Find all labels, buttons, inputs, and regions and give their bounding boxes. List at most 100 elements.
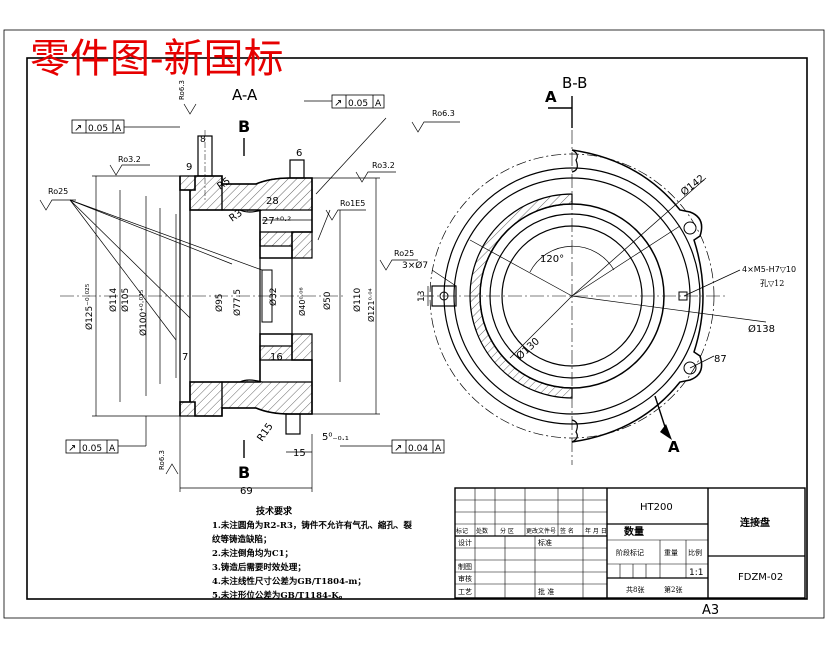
title-block [454,487,806,599]
tb-stage-label: 阶段标记 [616,548,644,557]
tech-req-line-5: 4.未注线性尺寸公差为GB/T1804-m； [212,576,366,587]
pin-top [289,159,305,179]
dim-d105: Ø105 [120,288,131,312]
gdt-4-tol: 0.04 [408,444,428,454]
gdt-4-datum: A [435,444,442,454]
thread-hole [678,291,688,301]
tech-req-line-3: 2.未注倒角均为C1； [212,548,293,559]
dim-d32: Ø32 [268,287,279,306]
hatch-top-flange [179,175,223,211]
cut-a-bottom: A [668,438,680,456]
tb-row-check: 审核 [458,574,472,583]
slot-hole [431,285,457,307]
sheet-outer-border [3,29,825,619]
tb-row-draw: 制图 [458,562,472,571]
tech-requirements: 技术要求 1.未注圆角为R2-R3，铸件不允许有气孔、縮孔、裂 纹等铸造缺陷； … [212,505,412,601]
rough-5: Ro25 [48,187,68,196]
gdt-frame-2: ↗ 0.05 A [304,94,385,109]
gdt-2-datum: A [375,99,382,109]
section-bb-label: B-B [562,74,587,92]
dim-w5: 5⁰₋₀.₁ [322,432,349,443]
hatch-bottom-hub [259,333,313,361]
tech-req-line-6: 5.未注形位公差为GB/T1184-K。 [212,590,347,601]
dim-w27: 27⁺⁰·² [262,216,291,227]
tb-rev-h5: 年 月 日 [585,527,607,535]
section-bb-view: B-B A A [402,74,796,465]
gdt-frame-4: ↗ 0.04 A [340,439,445,454]
tb-approve: 批 准 [538,587,554,596]
gdt-1-sym: ↗ [74,123,82,134]
dim-w7: 7 [182,352,188,363]
tb-sheet-no: 第2张 [664,585,682,594]
tb-drawing-no: FDZM-02 [738,572,783,583]
sheet-size: A3 [702,603,719,618]
dim-d114: Ø114 [108,287,119,312]
section-aa-label: A-A [232,86,258,104]
gdt-frame-3: ↗ 0.05 A [65,416,147,454]
dim-w13: 13 [417,291,427,302]
dim-w6: 6 [296,148,302,159]
dim-d130: Ø130 [514,335,542,362]
tb-row-design: 设计 [458,538,472,547]
dim-ang120: 120° [540,254,564,265]
flange-outline [571,149,704,443]
diameter-dimensions [92,175,380,492]
dim-holes3: 3×Ø7 [402,260,428,271]
dim-d125: Ø125⁻⁰·⁰²⁵ [84,283,95,330]
gdt-2-sym: ↗ [334,98,342,109]
dim-d121: Ø121⁰·⁰⁴ [366,288,376,322]
gdt-1-datum: A [115,124,122,134]
dim-w9: 9 [186,162,192,173]
tb-material: HT200 [640,502,673,513]
tech-req-line-2: 纹等铸造缺陷； [212,534,272,545]
tb-rev-h3: 更改文件号 [526,527,556,535]
dim-w15: 15 [293,448,306,459]
dim-thread2: 孔▽12 [760,279,784,288]
cut-a-top: A [545,88,557,106]
rough-3: Ro3.2 [118,155,141,164]
tb-scale-label: 比例 [688,548,702,557]
gdt-1-tol: 0.05 [88,124,108,134]
rough-8: Ro6.3 [158,450,166,470]
tb-weight-label: 重量 [664,549,678,557]
banner-title: 零件图-新国标 [30,36,284,82]
gdt-4-sym: ↗ [394,443,402,454]
tb-scale: 1:1 [689,568,703,578]
dim-w16: 16 [270,352,283,363]
tb-row-process: 工艺 [458,588,472,596]
tb-rev-h4: 签 名 [560,527,574,535]
rough-1: Ro6.3 [178,80,186,100]
bolt-boss-bottom [285,413,301,435]
dim-d77: Ø77.5 [232,289,243,316]
dim-d50: Ø50 [322,291,333,310]
dim-d100: Ø100⁺⁰·⁰³⁵ [138,289,149,336]
section-aa-view: A-A [60,86,387,497]
hatch-top-wall [221,177,313,213]
rough-6: Ro1E5 [340,199,365,208]
tech-req-line-1: 1.未注圆角为R2-R3，铸件不允许有气孔、縮孔、裂 [212,520,412,531]
dim-w8: 8 [200,135,206,145]
roughness-marks: Ro6.3 Ro6.3 Ro3.2 Ro3.2 Ro25 Ro1E5 Ro25 … [39,80,460,475]
cut-b-top: B [238,117,250,136]
dim-r15: R15 [255,421,275,443]
rough-4: Ro3.2 [372,161,395,170]
dim-d138: Ø138 [748,323,775,335]
dim-w69: 69 [240,486,253,497]
gdt-frame-1: ↗ 0.05 A [71,119,180,134]
dim-thread: 4×M5-H7▽10 [742,265,796,274]
gdt-3-sym: ↗ [68,443,76,454]
sheet-inner-border [26,57,808,600]
dim-w28: 28 [266,196,279,207]
hatch-bottom-wall [221,379,313,415]
tb-rev-h1: 处数 [476,527,488,535]
dim-d40: Ø40⁰·⁰⁶ [297,287,307,316]
tb-qty-label: 数量 [624,525,644,538]
tb-rev-h2: 分 区 [500,527,514,535]
dim-r87: 87 [714,354,727,365]
gdt-3-tol: 0.05 [82,444,102,454]
cut-b-bottom: B [238,463,250,482]
tb-part-name: 连接盘 [740,516,770,529]
dim-d95: Ø95 [214,293,225,312]
tb-std: 标准 [538,538,552,547]
